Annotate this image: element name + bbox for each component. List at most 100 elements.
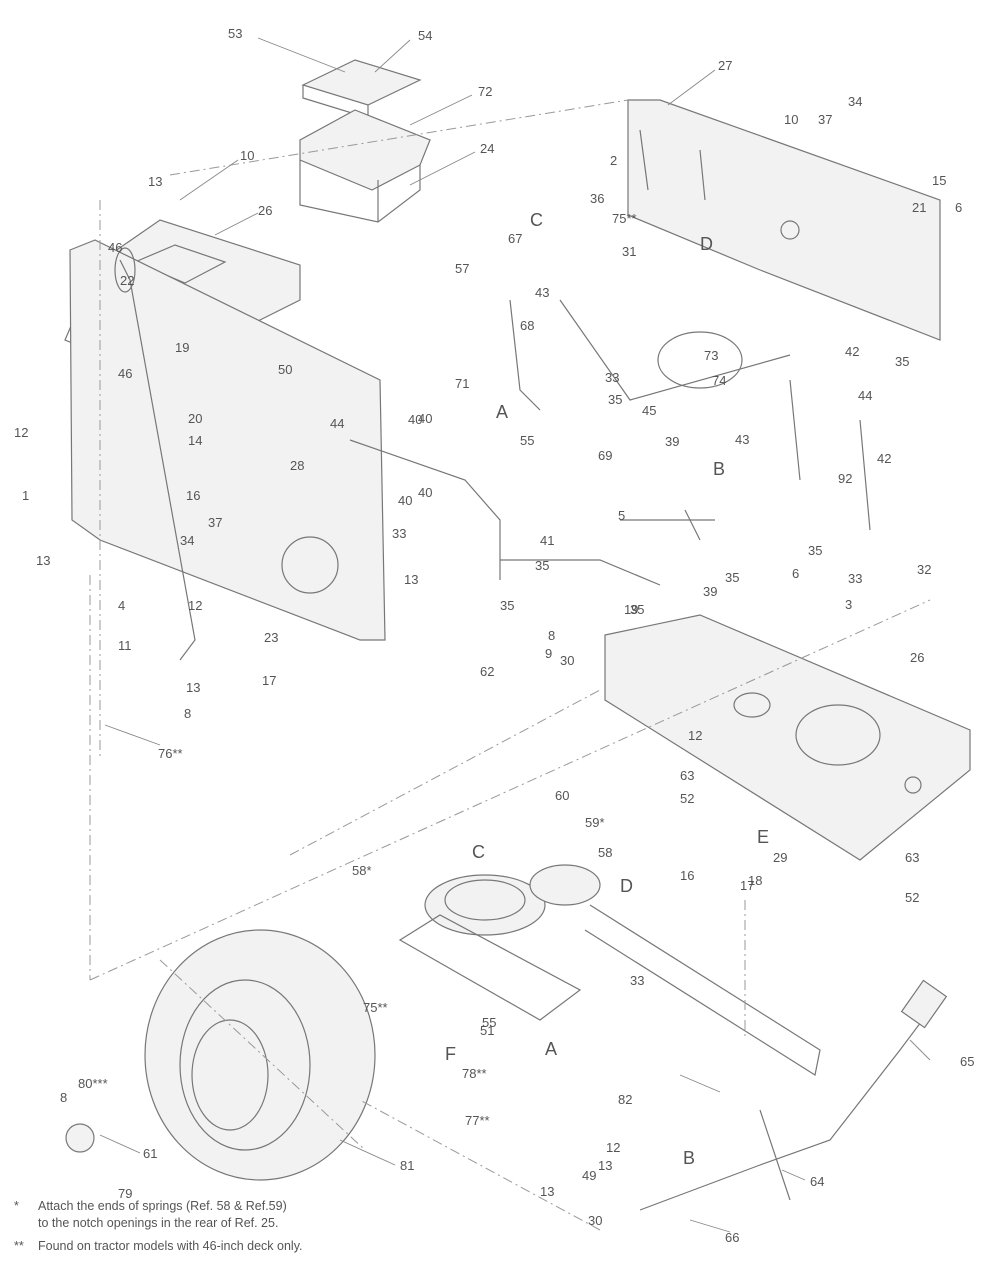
callout: 12	[606, 1140, 620, 1155]
ref-letter: E	[757, 827, 769, 847]
callout: 67	[508, 231, 522, 246]
callout: 15	[932, 173, 946, 188]
callout: 24	[480, 141, 494, 156]
callout: 39	[703, 584, 717, 599]
callout: 33	[630, 973, 644, 988]
callout: 28	[290, 458, 304, 473]
callout: 2	[610, 153, 617, 168]
callout: 18	[748, 873, 762, 888]
ref-letter: C	[472, 842, 485, 862]
callout: 42	[845, 344, 859, 359]
callout: 74	[712, 373, 726, 388]
callout: 13	[186, 680, 200, 695]
left-frame-bracket	[69, 239, 386, 661]
callout: 35	[725, 570, 739, 585]
callout: 55	[520, 433, 534, 448]
callout: 60	[555, 788, 569, 803]
callout: 35	[630, 602, 644, 617]
callout: 14	[188, 433, 202, 448]
callout: 20	[188, 411, 202, 426]
ref-letter: C	[530, 210, 543, 230]
callout: 17	[262, 673, 276, 688]
callout: 30	[560, 653, 574, 668]
callout: 65	[960, 1054, 974, 1069]
callout: 9	[545, 646, 552, 661]
callout: 29	[773, 850, 787, 865]
callout: 40	[408, 412, 422, 427]
main-frame	[604, 614, 971, 861]
callout: 33	[605, 370, 619, 385]
callout: 27	[718, 58, 732, 73]
footnote-46-inch-deck: ** Found on tractor models with 46-inch …	[14, 1238, 614, 1255]
callout: 54	[418, 28, 432, 43]
callout: 46	[108, 240, 122, 255]
callout: 43	[735, 432, 749, 447]
callout: 37	[208, 515, 222, 530]
assembly-guidelines	[89, 99, 931, 1231]
callout: 76**	[158, 746, 183, 761]
callout: 75**	[363, 1000, 388, 1015]
callout: 22	[120, 273, 134, 288]
rear-wheel	[144, 929, 376, 1181]
ref-letter: A	[496, 402, 508, 422]
callout: 35	[895, 354, 909, 369]
callout: 35	[608, 392, 622, 407]
callout: 34	[180, 533, 194, 548]
callout: 37	[818, 112, 832, 127]
callout: 31	[622, 244, 636, 259]
callout: 79	[118, 1186, 132, 1201]
callout: 35	[808, 543, 822, 558]
footnote-line: to the notch openings in the rear of Ref…	[38, 1216, 279, 1230]
callout: 33	[392, 526, 406, 541]
callout: 72	[478, 84, 492, 99]
callout: 52	[680, 791, 694, 806]
callout: 52	[905, 890, 919, 905]
callout: 46	[118, 366, 132, 381]
footnote-mark: **	[14, 1239, 24, 1253]
callout: 63	[680, 768, 694, 783]
callout: 55	[482, 1015, 496, 1030]
callout: 35	[535, 558, 549, 573]
hub-cap	[65, 1123, 95, 1153]
callout: 68	[520, 318, 534, 333]
footnote-line: Found on tractor models with 46-inch dec…	[38, 1239, 303, 1253]
callout: 43	[535, 285, 549, 300]
callout: 53	[228, 26, 242, 41]
callout: 57	[455, 261, 469, 276]
footnote-mark: *	[14, 1199, 19, 1213]
callout: 19	[175, 340, 189, 355]
callout: 49	[582, 1168, 596, 1183]
ref-letter: B	[683, 1148, 695, 1168]
callout: 45	[642, 403, 656, 418]
callout: 39	[665, 434, 679, 449]
callout: 3	[845, 597, 852, 612]
callout: 50	[278, 362, 292, 377]
callout: 42	[877, 451, 891, 466]
callout: 13	[148, 174, 162, 189]
ref-letter: D	[620, 876, 633, 896]
callout: 40	[418, 485, 432, 500]
callout: 61	[143, 1146, 157, 1161]
callout: 6	[955, 200, 962, 215]
callout: 19	[624, 602, 638, 617]
callout: 82	[618, 1092, 632, 1107]
callout: 23	[264, 630, 278, 645]
callout: 63	[905, 850, 919, 865]
callout: 11	[118, 638, 132, 653]
callout: 8	[60, 1090, 67, 1105]
ref-letter: D	[700, 234, 713, 254]
footnote-springs: * Attach the ends of springs (Ref. 58 & …	[14, 1198, 614, 1232]
callout: 58	[598, 845, 612, 860]
callout: 44	[858, 388, 872, 403]
callout: 92	[838, 471, 852, 486]
callout: 62	[480, 664, 494, 679]
callout: 71	[455, 376, 469, 391]
callout: 32	[917, 562, 931, 577]
callout: 13	[404, 572, 418, 587]
ref-letter: A	[545, 1039, 557, 1059]
callout: 1	[22, 488, 29, 503]
callout: 12	[188, 598, 202, 613]
ref-letter: F	[445, 1044, 456, 1064]
footnotes: * Attach the ends of springs (Ref. 58 & …	[14, 1198, 614, 1255]
